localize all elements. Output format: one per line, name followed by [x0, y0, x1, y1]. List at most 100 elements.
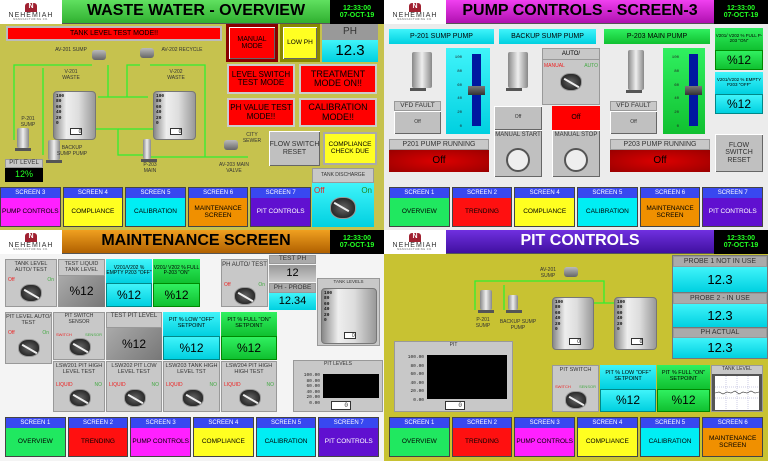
pit-full-setpoint-value[interactable]: %12 [221, 336, 277, 360]
slider-tick: 60 [457, 83, 462, 88]
p203-running-label: P203 PUMP RUNNING [610, 139, 710, 150]
flow-switch-reset-button[interactable]: FLOW SWITCH RESET [269, 131, 320, 166]
test-liquid-value[interactable]: %12 [58, 276, 105, 307]
nav-button-screen: SCREEN 4 [194, 418, 253, 428]
tank-scale-tick: 100 [156, 94, 165, 99]
page-title: PIT CONTROLS [446, 230, 714, 254]
level-switch-test-mode: LEVEL SWITCH TEST MODE [227, 64, 295, 94]
city-sewer-label: CITY SEWER [242, 132, 262, 144]
slider-handle[interactable] [468, 85, 485, 95]
empty-setpoint-value[interactable]: %12 [106, 283, 152, 307]
nav-button-screen: SCREEN 3 [1, 188, 60, 198]
tank-discharge-switch[interactable]: Off On [312, 183, 374, 227]
full-setpoint-label: V201/ V202 % FULL P-203 "ON" [153, 259, 200, 283]
p201-running-state: Off [389, 150, 489, 172]
nav-button-label: COMPLIANCE [63, 198, 123, 226]
switch-liquid-label: LIQUID [56, 382, 73, 388]
pit-low-setpoint-value[interactable]: %12 [163, 336, 220, 360]
p201-pump-icon [15, 128, 31, 151]
manual-start-button[interactable]: MANUAL START [494, 130, 542, 177]
nav-button-label: PUMP CONTROLS [1, 198, 60, 226]
switch-title: PIT LEVEL AUTO/ TEST [6, 314, 51, 327]
av201-label: AV-201 SUMP [539, 267, 557, 279]
pit-full-setpoint-label: PIT % FULL "ON" SETPOINT [657, 365, 710, 389]
p201-pump-icon [478, 290, 494, 313]
full-setpoint-value[interactable]: %12 [715, 50, 763, 70]
slider-tick: 80 [457, 69, 462, 74]
tank-scale-tick: 60 [56, 104, 62, 110]
auto-manual-switch[interactable]: AUTO/ MANUAL AUTO [542, 48, 600, 105]
empty-setpoint-value[interactable]: %12 [715, 94, 763, 114]
slider-handle[interactable] [685, 85, 702, 95]
tank-scale-tick: 40 [56, 110, 62, 116]
switch-knob-icon [69, 389, 91, 407]
manual-stop-button[interactable]: MANUAL STOP [552, 130, 600, 177]
empty-setpoint-label: V201/V202 % EMPTY P203 "OFF" [106, 259, 152, 283]
nav-button-label: PUMP CONTROLS [131, 428, 191, 456]
test-pit-level-label: TEST PIT LEVEL [106, 312, 162, 328]
nav-button-label: MAINTENANCE SCREEN [640, 198, 700, 226]
pit-full-setpoint-value[interactable]: %12 [657, 389, 710, 412]
switch-knob-icon [181, 389, 204, 407]
probe2-label: PROBE 2 - IN USE [673, 293, 767, 304]
manual-start-status: Off [494, 106, 542, 130]
flow-switch-reset-button[interactable]: FLOW SWITCH RESET [715, 134, 763, 172]
switch-knob-icon [330, 197, 356, 219]
pit-low-setpoint-value[interactable]: %12 [600, 389, 656, 412]
switch-off-label: Off [224, 282, 231, 288]
nav-button-screen: SCREEN 5 [640, 418, 700, 428]
pit-low-setpoint-label: PIT % LOW "OFF" SETPOINT [163, 312, 220, 336]
switch-knob-icon [560, 73, 582, 91]
nav-button-label: MAINTENANCE SCREEN [703, 428, 763, 456]
chart-tick: 100.00 [407, 355, 424, 360]
pit-level-label: PIT LEVEL [5, 159, 43, 168]
tank-scale-tick: 60 [617, 310, 623, 316]
test-pit-level-value[interactable]: %12 [106, 328, 162, 360]
full-setpoint-value[interactable]: %12 [153, 283, 200, 307]
nav-button-screen: SCREEN 7 [251, 188, 310, 198]
backup-pump-label: BACKUP SUMP PUMP [499, 319, 537, 331]
test-ph-value[interactable]: 12 [269, 265, 316, 282]
